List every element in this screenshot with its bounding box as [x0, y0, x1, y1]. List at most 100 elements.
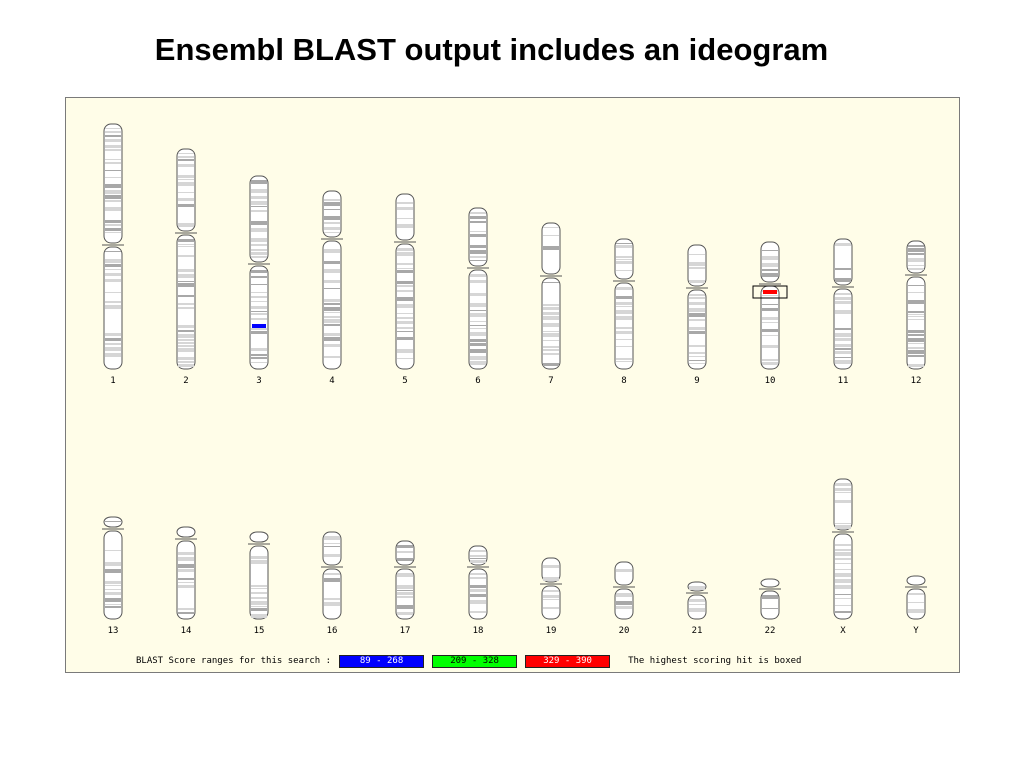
chromosome-p-arm	[395, 193, 415, 241]
chromosome-band	[105, 589, 121, 590]
chromosome-label: X	[840, 626, 846, 636]
chromosome-band	[470, 216, 486, 219]
chromosome-q-arm	[687, 594, 707, 620]
chromosome-band	[178, 345, 194, 347]
legend-range-red: 329 - 390	[525, 654, 611, 668]
chromosome-band	[689, 331, 705, 334]
chromosome-band	[908, 347, 924, 349]
chromosome-band	[616, 256, 632, 258]
chromosome-band	[762, 335, 778, 336]
chromosome-band	[689, 327, 705, 330]
chromosome-p-arm	[833, 238, 853, 286]
chromosome-band	[251, 249, 267, 251]
chromosome-band	[616, 346, 632, 347]
chromosome-band	[835, 360, 851, 364]
chromosome-band	[397, 218, 413, 219]
chromosome-band	[908, 602, 924, 603]
chromosome-band	[543, 316, 559, 320]
chromosome-band	[251, 301, 267, 302]
chromosome-3: 3	[248, 175, 270, 386]
chromosome-band	[835, 579, 851, 583]
chromosome-band	[324, 307, 340, 311]
chromosome-band	[908, 319, 924, 320]
chromosome-band	[908, 350, 924, 354]
chromosome-band	[835, 563, 851, 564]
chromosome-band	[178, 334, 194, 338]
chromosome-band	[689, 345, 705, 347]
chromosome-band	[178, 179, 194, 180]
chromosome-band	[397, 281, 413, 284]
chromosome-band	[397, 585, 413, 589]
chromosome-band	[178, 342, 194, 344]
blast-hit-marker[interactable]	[252, 324, 266, 328]
chromosome-label: 13	[108, 626, 119, 636]
chromosome-band	[105, 184, 121, 188]
chromosome-band	[324, 269, 340, 273]
chromosome-band	[105, 269, 121, 270]
chromosome-band	[324, 227, 340, 230]
chromosome-band	[762, 250, 778, 251]
chromosome-14: 14	[175, 526, 197, 636]
chromosome-band	[762, 359, 778, 361]
chromosome-band	[543, 349, 559, 351]
chromosome-p-arm	[760, 241, 780, 283]
chromosome-band	[178, 175, 194, 178]
chromosome-band	[762, 322, 778, 323]
chromosome-band	[251, 588, 267, 589]
chromosome-label: Y	[913, 626, 919, 636]
chromosome-band	[251, 228, 267, 232]
chromosome-label: 8	[621, 376, 626, 386]
chromosome-band	[251, 189, 267, 193]
chromosome-band	[105, 128, 121, 129]
chromosome-band	[616, 569, 632, 572]
chromosome-band	[178, 339, 194, 341]
chromosome-band	[105, 170, 121, 171]
highest-hit-box	[752, 285, 788, 299]
chromosome-label: 3	[256, 376, 261, 386]
chromosome-band	[251, 597, 267, 599]
chromosome-label: 7	[548, 376, 553, 386]
chromosome-band	[835, 338, 851, 341]
chromosome-band	[543, 333, 559, 337]
chromosome-band	[397, 551, 413, 553]
chromosome-band	[470, 343, 486, 346]
chromosome-band	[105, 581, 121, 584]
chromosome-p-arm	[760, 578, 780, 588]
chromosome-band	[616, 261, 632, 264]
chromosome-17: 17	[394, 540, 416, 636]
chromosome-label: 5	[402, 376, 407, 386]
chromosome-band	[908, 292, 924, 293]
chromosome-7: 7	[540, 222, 562, 386]
chromosome-label: 11	[838, 376, 849, 386]
chromosome-band	[324, 312, 340, 313]
chromosome-band	[908, 316, 924, 317]
chromosome-p-arm	[541, 557, 561, 583]
chromosome-band	[762, 295, 778, 296]
chromosome-band	[251, 606, 267, 607]
chromosome-band	[470, 611, 486, 613]
chromosome-band	[835, 344, 851, 347]
chromosome-band	[178, 244, 194, 245]
chromosome-band	[251, 614, 267, 618]
chromosome-band	[543, 595, 559, 598]
chromosome-band	[470, 221, 486, 223]
chromosome-band	[251, 318, 267, 320]
chromosome-band	[908, 355, 924, 357]
chromosome-q-arm	[103, 530, 123, 620]
chromosome-band	[908, 343, 924, 344]
chromosome-band	[178, 325, 194, 328]
chromosome-band	[616, 245, 632, 248]
chromosome-5: 5	[394, 193, 416, 386]
chromosome-band	[178, 357, 194, 360]
slide-title: Ensembl BLAST output includes an ideogra…	[154, 32, 829, 67]
blast-hit-marker[interactable]	[763, 290, 777, 294]
chromosome-band	[470, 594, 486, 597]
chromosome-6: 6	[467, 207, 489, 386]
chromosome-band	[178, 348, 194, 352]
chromosome-band	[470, 293, 486, 296]
chromosome-band	[324, 319, 340, 323]
chromosome-band	[397, 331, 413, 332]
chromosome-band	[397, 297, 413, 301]
chromosome-13: 13	[102, 516, 124, 636]
chromosome-band	[835, 243, 851, 246]
